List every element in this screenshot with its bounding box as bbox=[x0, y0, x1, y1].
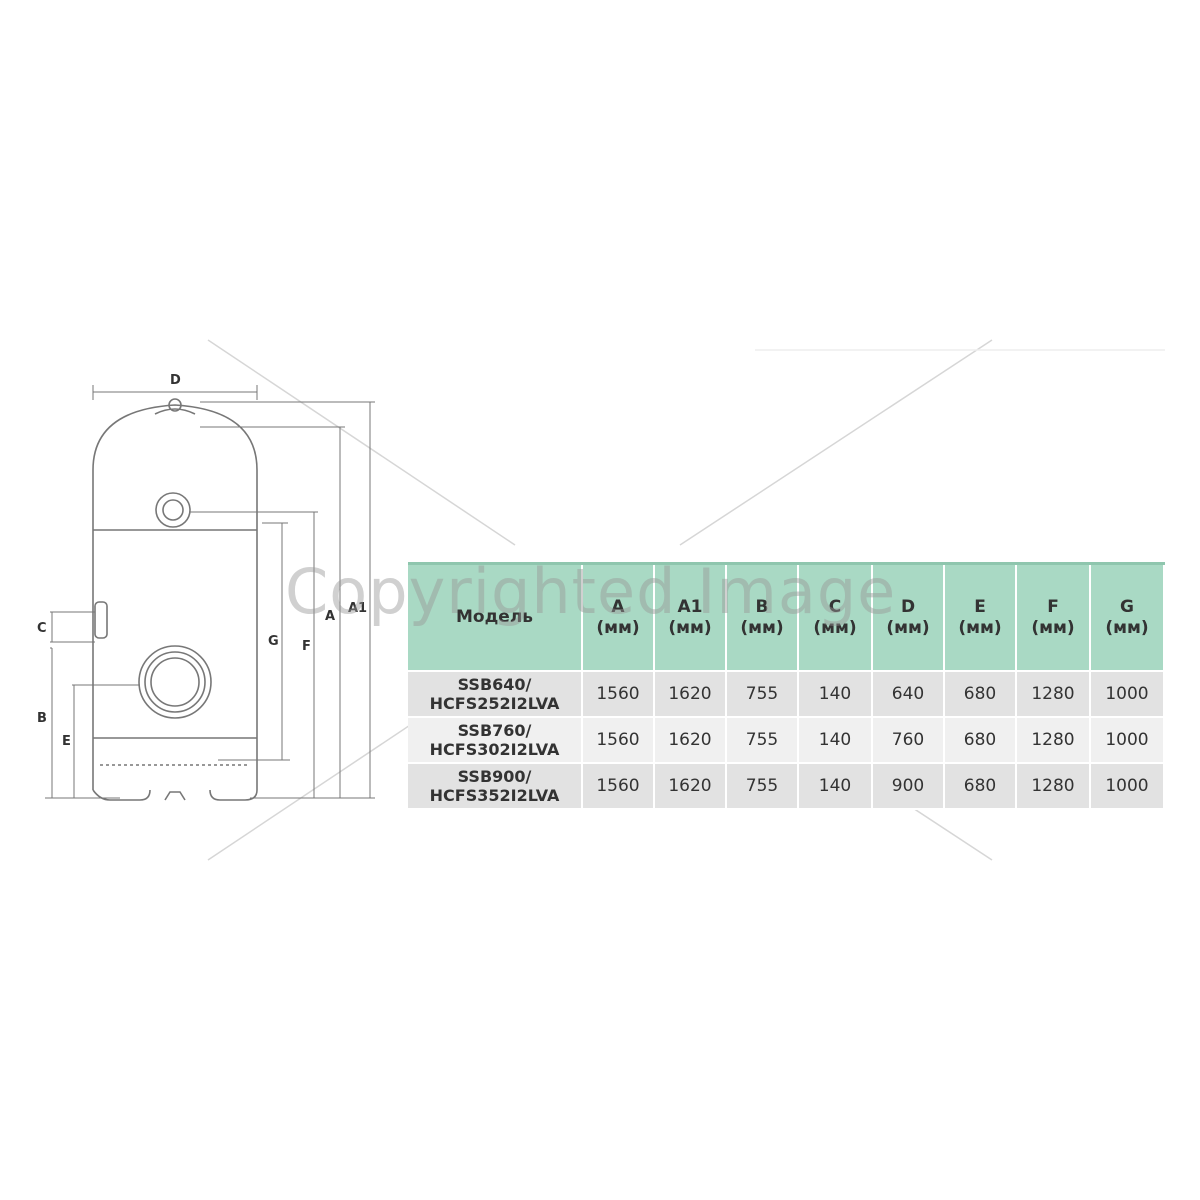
column-header-name: A1 bbox=[677, 596, 703, 617]
model-cell: SSB640/HCFS252I2LVA bbox=[408, 672, 583, 718]
dim-label-b: B bbox=[37, 711, 47, 726]
tank-outline bbox=[92, 398, 258, 801]
model-name-line: HCFS352I2LVA bbox=[429, 786, 560, 805]
value-cell: 680 bbox=[945, 764, 1017, 810]
column-header-name: E bbox=[974, 596, 986, 617]
model-name-line: SSB760/ bbox=[457, 721, 532, 740]
value-cell: 1560 bbox=[583, 764, 655, 810]
column-header-model: Модель bbox=[408, 565, 583, 672]
dim-label-a1: A1 bbox=[348, 601, 367, 616]
model-cell: SSB900/HCFS352I2LVA bbox=[408, 764, 583, 810]
column-header-d: D(мм) bbox=[873, 565, 945, 672]
column-header-unit: (мм) bbox=[958, 617, 1002, 638]
column-header-b: B(мм) bbox=[727, 565, 799, 672]
dim-label-f: F bbox=[302, 639, 311, 654]
dimension-lines bbox=[45, 385, 375, 799]
column-header-unit: (мм) bbox=[813, 617, 857, 638]
value-cell: 900 bbox=[873, 764, 945, 810]
column-header-name: A bbox=[611, 596, 625, 617]
column-header-f: F(мм) bbox=[1017, 565, 1091, 672]
value-cell: 140 bbox=[799, 764, 873, 810]
value-cell: 1280 bbox=[1017, 672, 1091, 718]
column-header-unit: (мм) bbox=[1105, 617, 1149, 638]
column-header-name: F bbox=[1047, 596, 1059, 617]
dim-label-e: E bbox=[62, 734, 71, 749]
value-cell: 1620 bbox=[655, 718, 727, 764]
value-cell: 1000 bbox=[1091, 718, 1165, 764]
column-header-unit: (мм) bbox=[596, 617, 640, 638]
model-cell: SSB760/HCFS302I2LVA bbox=[408, 718, 583, 764]
model-name-line: SSB640/ bbox=[457, 675, 532, 694]
dim-label-a: A bbox=[325, 609, 335, 624]
value-cell: 1560 bbox=[583, 672, 655, 718]
column-header-g: G(мм) bbox=[1091, 565, 1165, 672]
value-cell: 1280 bbox=[1017, 718, 1091, 764]
column-header-name: D bbox=[900, 596, 916, 617]
dim-label-g: G bbox=[268, 634, 279, 649]
value-cell: 1000 bbox=[1091, 672, 1165, 718]
value-cell: 1000 bbox=[1091, 764, 1165, 810]
column-header-name: B bbox=[755, 596, 769, 617]
value-cell: 755 bbox=[727, 764, 799, 810]
column-header-name: G bbox=[1120, 596, 1134, 617]
value-cell: 140 bbox=[799, 672, 873, 718]
dim-label-d: D bbox=[170, 373, 181, 388]
value-cell: 1620 bbox=[655, 764, 727, 810]
model-name-line: HCFS252I2LVA bbox=[429, 694, 560, 713]
dim-label-c: C bbox=[37, 621, 47, 636]
column-header-unit: (мм) bbox=[886, 617, 930, 638]
column-header-a1: A1(мм) bbox=[655, 565, 727, 672]
value-cell: 760 bbox=[873, 718, 945, 764]
value-cell: 680 bbox=[945, 718, 1017, 764]
column-header-c: C(мм) bbox=[799, 565, 873, 672]
column-header-e: E(мм) bbox=[945, 565, 1017, 672]
value-cell: 640 bbox=[873, 672, 945, 718]
column-header-name: C bbox=[828, 596, 842, 617]
value-cell: 755 bbox=[727, 672, 799, 718]
value-cell: 1280 bbox=[1017, 764, 1091, 810]
column-header-unit: (мм) bbox=[740, 617, 784, 638]
column-header-a: A(мм) bbox=[583, 565, 655, 672]
value-cell: 1620 bbox=[655, 672, 727, 718]
value-cell: 140 bbox=[799, 718, 873, 764]
model-name-line: SSB900/ bbox=[457, 767, 532, 786]
value-cell: 755 bbox=[727, 718, 799, 764]
model-name-line: HCFS302I2LVA bbox=[429, 740, 560, 759]
column-header-unit: (мм) bbox=[668, 617, 712, 638]
value-cell: 1560 bbox=[583, 718, 655, 764]
column-header-unit: (мм) bbox=[1031, 617, 1075, 638]
value-cell: 680 bbox=[945, 672, 1017, 718]
column-header-name: Модель bbox=[455, 607, 534, 627]
